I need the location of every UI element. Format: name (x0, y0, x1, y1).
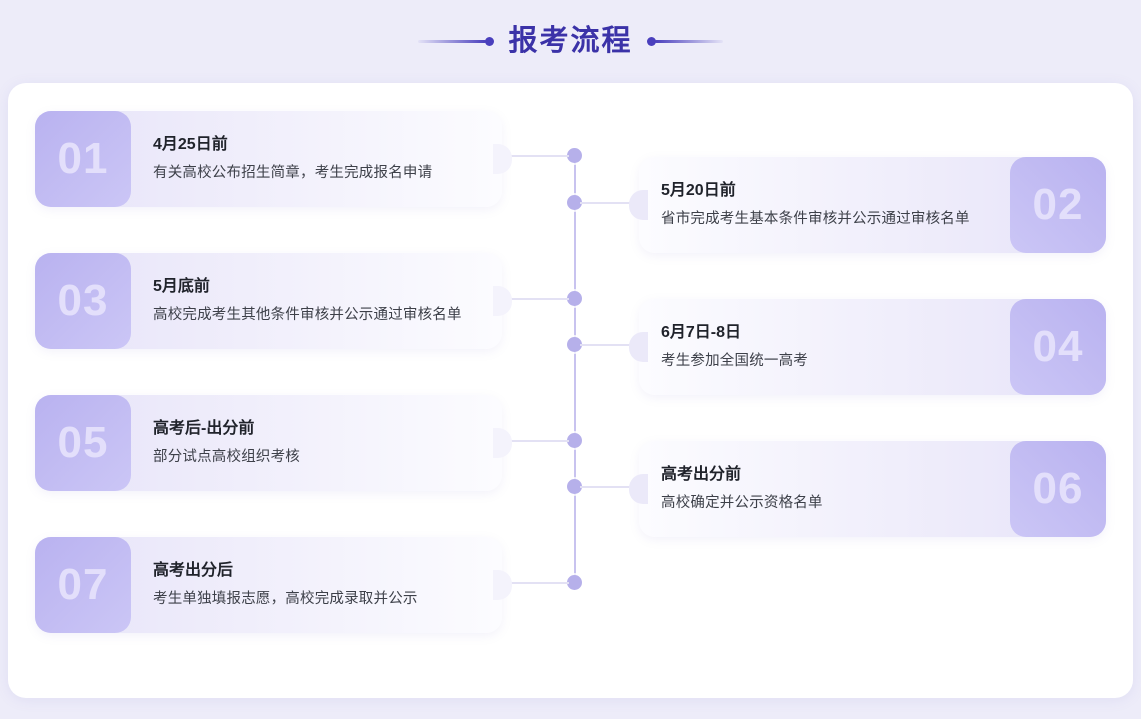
step-content-04: 6月7日-8日 考生参加全国统一高考 (639, 299, 1010, 395)
timeline-node-01 (567, 148, 582, 163)
timeline-card-01[interactable]: 01 4月25日前 有关高校公布招生简章，考生完成报名申请 (35, 111, 502, 207)
step-number-badge-07: 07 (35, 537, 131, 633)
step-number-badge-05: 05 (35, 395, 131, 491)
step-content-06: 高考出分前 高校确定并公示资格名单 (639, 441, 1010, 537)
timeline-card-04[interactable]: 6月7日-8日 考生参加全国统一高考 04 (639, 299, 1106, 395)
connector-arm-02 (580, 202, 644, 204)
step-content-03: 5月底前 高校完成考生其他条件审核并公示通过审核名单 (131, 253, 502, 349)
dot-line-decoration-icon (646, 37, 723, 46)
connector-arm-04 (580, 344, 644, 346)
step-content-05: 高考后-出分前 部分试点高校组织考核 (131, 395, 502, 491)
timeline-node-04 (567, 337, 582, 352)
step-desc-04: 考生参加全国统一高考 (661, 353, 808, 370)
timeline-node-06 (567, 479, 582, 494)
step-desc-07: 考生单独填报志愿，高校完成录取并公示 (153, 591, 418, 608)
step-desc-06: 高校确定并公示资格名单 (661, 495, 823, 512)
step-desc-03: 高校完成考生其他条件审核并公示通过审核名单 (153, 307, 462, 324)
timeline-node-07 (567, 575, 582, 590)
step-title-01: 4月25日前 (153, 136, 228, 154)
step-number-badge-01: 01 (35, 111, 131, 207)
page-header: 报考流程 (0, 0, 1141, 83)
deco-line-right (654, 40, 723, 43)
connector-arm-05 (503, 440, 569, 442)
deco-dot-left (485, 37, 495, 46)
line-dot-decoration-icon (418, 37, 495, 46)
step-title-07: 高考出分后 (153, 562, 234, 580)
deco-line-left (418, 40, 487, 43)
step-title-02: 5月20日前 (661, 182, 736, 200)
timeline-node-05 (567, 433, 582, 448)
timeline-card-03[interactable]: 03 5月底前 高校完成考生其他条件审核并公示通过审核名单 (35, 253, 502, 349)
connector-arm-01 (503, 155, 569, 157)
timeline-card-02[interactable]: 5月20日前 省市完成考生基本条件审核并公示通过审核名单 02 (639, 157, 1106, 253)
step-title-06: 高考出分前 (661, 466, 742, 484)
connector-arm-06 (580, 486, 644, 488)
step-number-badge-03: 03 (35, 253, 131, 349)
step-content-02: 5月20日前 省市完成考生基本条件审核并公示通过审核名单 (639, 157, 1010, 253)
step-number-badge-06: 06 (1010, 441, 1106, 537)
step-number-badge-04: 04 (1010, 299, 1106, 395)
timeline-spine (574, 152, 576, 582)
timeline-card-07[interactable]: 07 高考出分后 考生单独填报志愿，高校完成录取并公示 (35, 537, 502, 633)
step-desc-05: 部分试点高校组织考核 (153, 449, 300, 466)
step-title-05: 高考后-出分前 (153, 420, 255, 438)
step-number-badge-02: 02 (1010, 157, 1106, 253)
connector-arm-03 (503, 298, 569, 300)
page-title: 报考流程 (508, 25, 633, 57)
timeline-node-02 (567, 195, 582, 210)
step-content-01: 4月25日前 有关高校公布招生简章，考生完成报名申请 (131, 111, 502, 207)
connector-arm-07 (503, 582, 569, 584)
step-desc-02: 省市完成考生基本条件审核并公示通过审核名单 (661, 211, 970, 228)
step-title-03: 5月底前 (153, 278, 210, 296)
deco-dot-right (646, 37, 656, 46)
timeline-node-03 (567, 291, 582, 306)
timeline-card-06[interactable]: 高考出分前 高校确定并公示资格名单 06 (639, 441, 1106, 537)
step-title-04: 6月7日-8日 (661, 324, 742, 342)
timeline-card-05[interactable]: 05 高考后-出分前 部分试点高校组织考核 (35, 395, 502, 491)
step-content-07: 高考出分后 考生单独填报志愿，高校完成录取并公示 (131, 537, 502, 633)
step-desc-01: 有关高校公布招生简章，考生完成报名申请 (153, 165, 433, 182)
